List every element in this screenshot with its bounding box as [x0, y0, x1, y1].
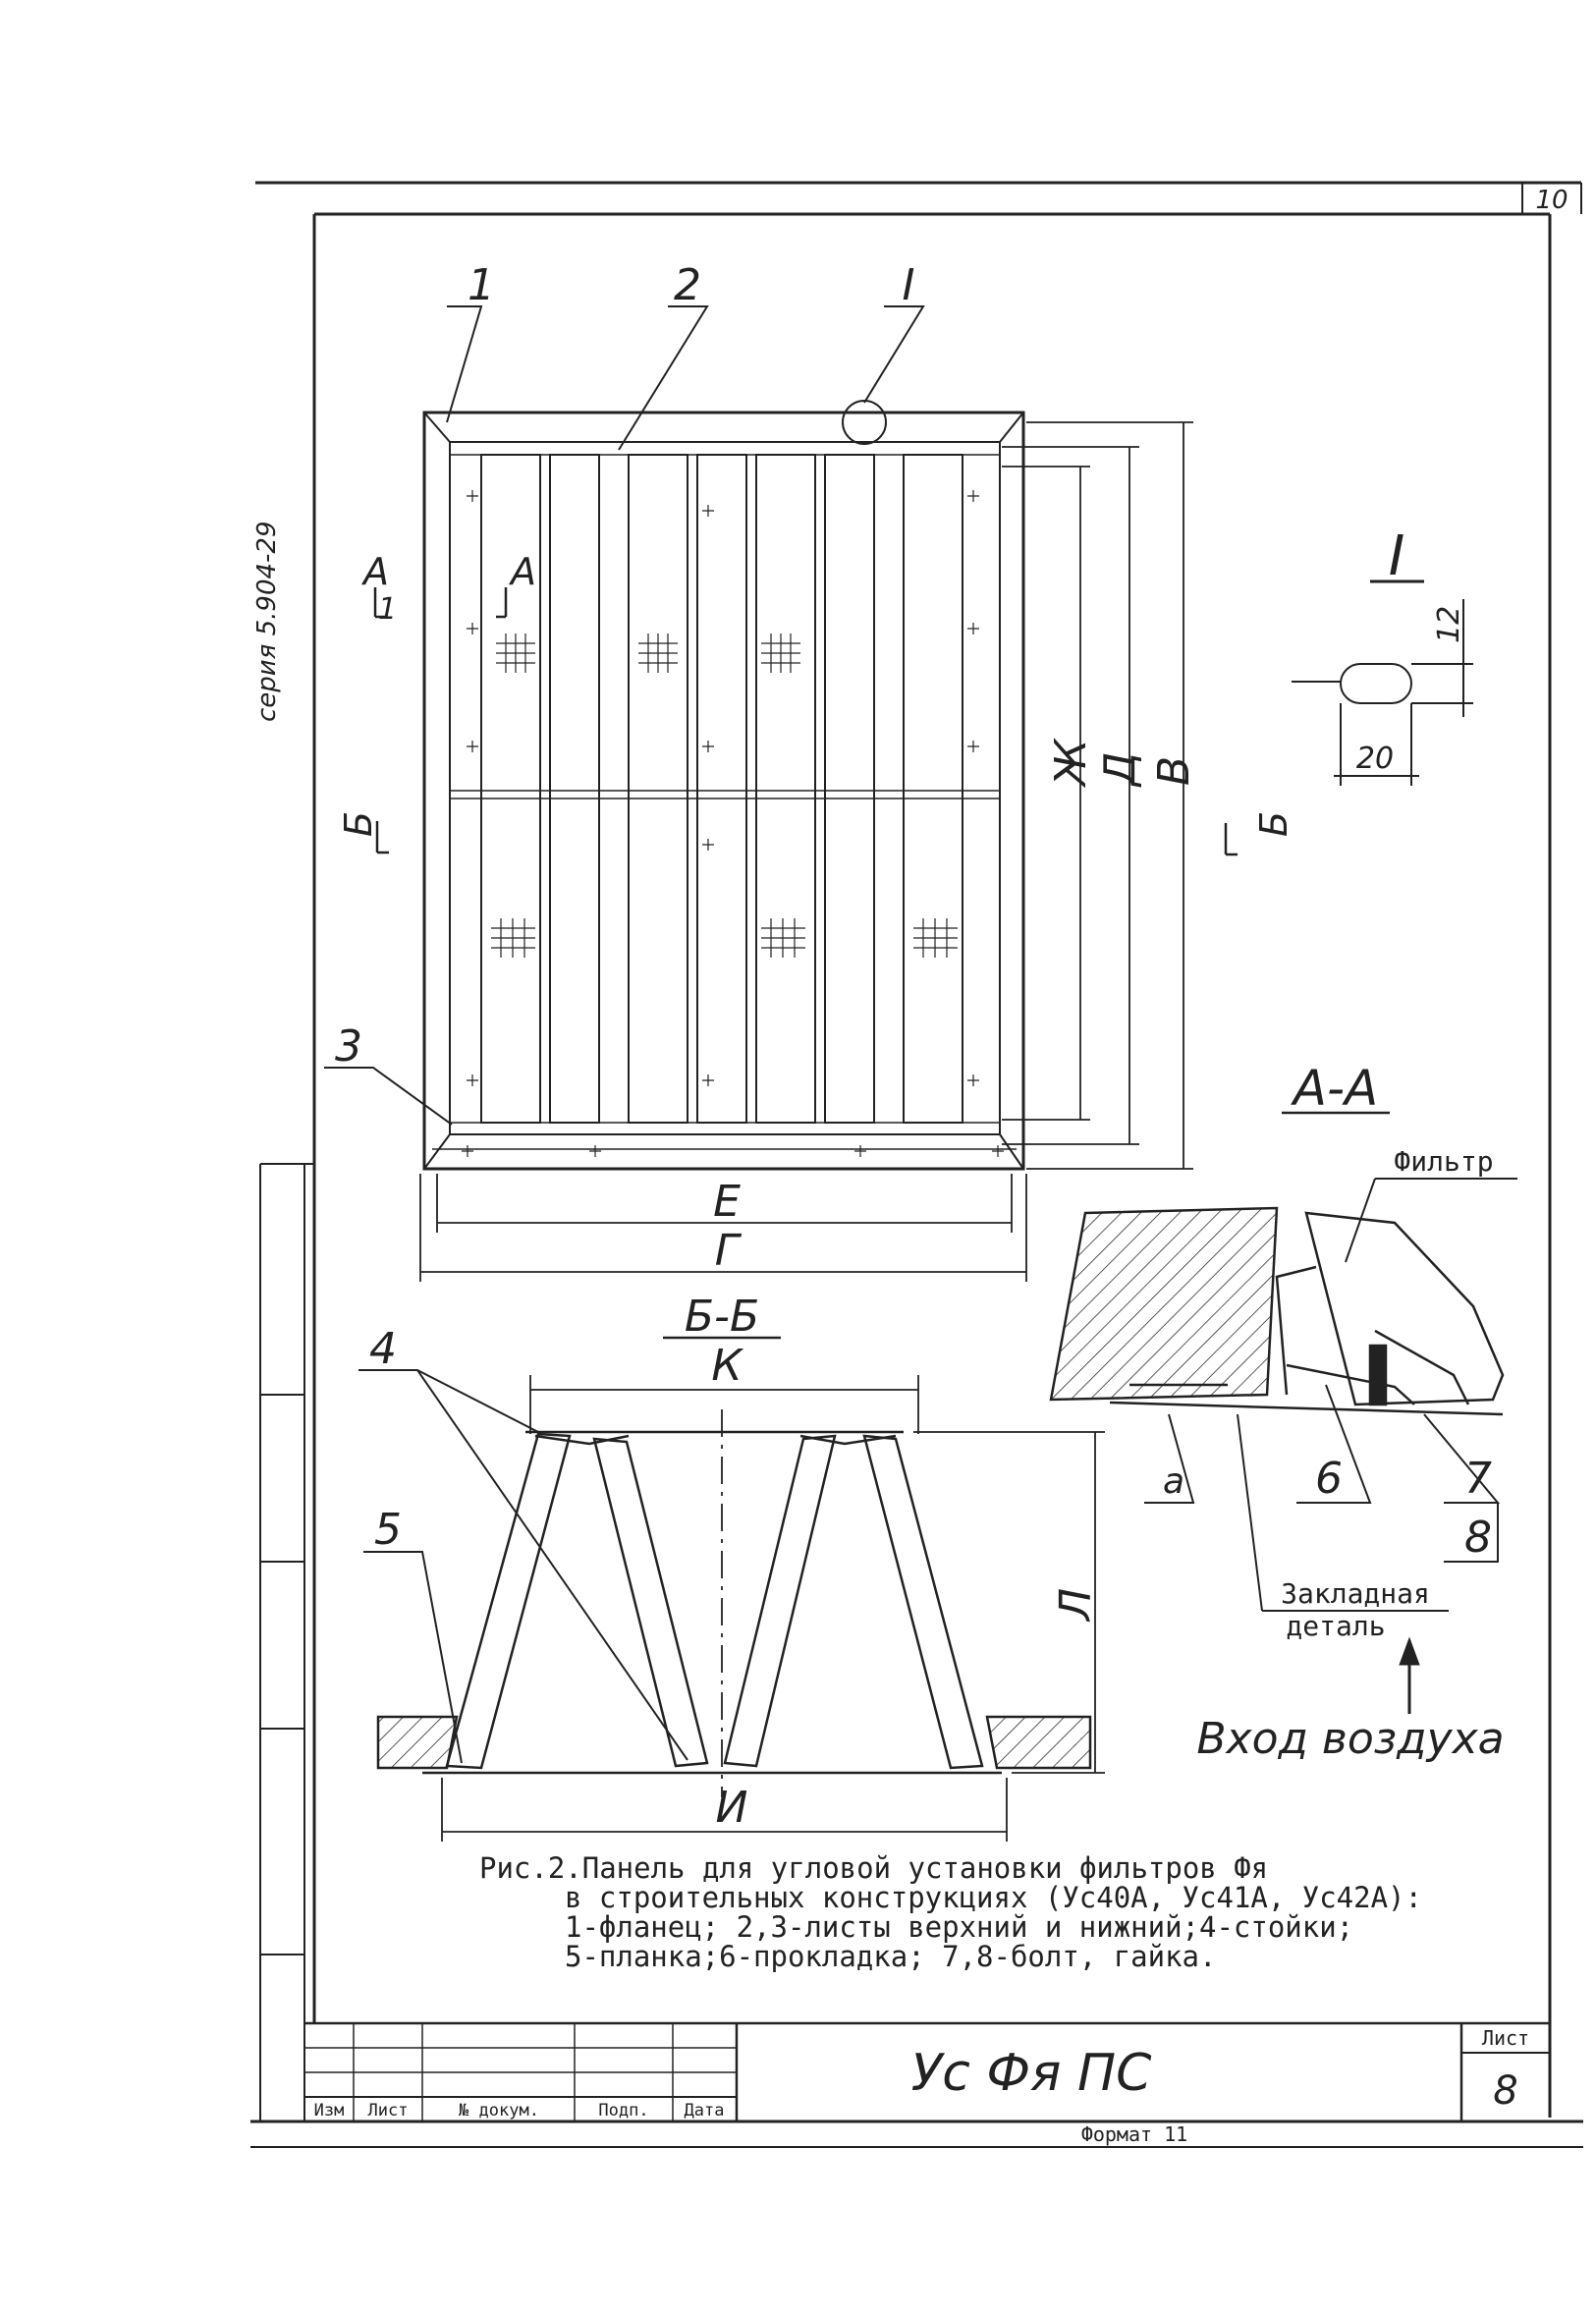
- detail-I: [1292, 579, 1473, 786]
- section-bb-leaders: [358, 1369, 688, 1764]
- section-mark-b-right: Б: [1252, 811, 1295, 837]
- wall-hatched: [1049, 1206, 1279, 1402]
- format-note: Формат 11: [1081, 2122, 1187, 2146]
- sheet-corner-number: 10: [1535, 186, 1568, 215]
- tb-col-sign: Подп.: [598, 2101, 648, 2120]
- detail-I-title: I: [1389, 524, 1405, 588]
- caption-line-4: 5-планка;6-прокладка; 7,8-болт, гайка.: [565, 1940, 1216, 1973]
- embedded-part-label-1: Закладная: [1281, 1577, 1430, 1610]
- filter-mesh-marks: [491, 633, 958, 958]
- caption-line-1: Рис.2.Панель для угловой установки фильт…: [479, 1851, 1268, 1885]
- dim-e: Е: [713, 1177, 741, 1227]
- caption-line-3: 1-фланец; 2,3-листы верхний и нижний;4-с…: [565, 1910, 1353, 1944]
- section-bb-drawing: [376, 1430, 1092, 1775]
- embedded-part-label-2: деталь: [1286, 1610, 1385, 1642]
- section-mark-a-left-sub: 1: [378, 592, 397, 627]
- sheet-frame: [250, 181, 1583, 2148]
- callout-8: 8: [1464, 1513, 1492, 1563]
- tb-col-doc: № докум.: [459, 2101, 539, 2120]
- section-aa-drawing: [1049, 1206, 1505, 1416]
- dim-12: 12: [1432, 606, 1466, 643]
- callout-6: 6: [1315, 1454, 1343, 1504]
- section-aa-title: А-А: [1291, 1060, 1378, 1117]
- section-bb-dimensions: [441, 1375, 1105, 1842]
- callout-5: 5: [374, 1505, 402, 1555]
- front-view-leaders: [324, 305, 925, 1126]
- section-mark-b-left: Б: [337, 811, 380, 837]
- callout-1: 1: [468, 260, 495, 310]
- dim-d: Д: [1095, 752, 1145, 788]
- plate-left: [376, 1715, 459, 1770]
- filter-body: [1304, 1211, 1505, 1406]
- dim-g: Г: [715, 1226, 743, 1276]
- bolt-marks: [462, 490, 1004, 1157]
- panel-front-view: [422, 400, 1025, 1171]
- tb-sheet-label: Лист: [1482, 2026, 1529, 2050]
- air-inlet-arrow: [1399, 1636, 1420, 1714]
- section-markers: [373, 587, 1238, 856]
- callout-7: 7: [1464, 1454, 1492, 1504]
- plate-right: [985, 1715, 1092, 1770]
- caption-line-2: в строительных конструкциях (Ус40А, Ус41…: [565, 1881, 1422, 1914]
- dim-k: К: [711, 1341, 743, 1391]
- filter-label: Фильтр: [1394, 1145, 1493, 1178]
- callout-4: 4: [369, 1324, 397, 1374]
- dim-i: И: [716, 1783, 748, 1833]
- tb-designation: Ус Фя ПС: [911, 2044, 1152, 2103]
- callout-detail-I: I: [903, 260, 915, 310]
- dim-zh: Ж: [1046, 738, 1096, 789]
- side-stamp: серия 5.904-29: [252, 522, 282, 723]
- tb-col-date: Дата: [685, 2101, 725, 2120]
- section-aa-leaders: [1144, 1178, 1517, 1612]
- callout-2: 2: [674, 260, 701, 310]
- panel-outer-frame: [422, 411, 1025, 1171]
- tb-col-izm: Изм: [314, 2101, 345, 2120]
- section-bb-title: Б-Б: [685, 1292, 759, 1342]
- dim-20: 20: [1356, 742, 1394, 776]
- vertical-slats: [480, 454, 963, 1124]
- front-view-dimensions: [419, 421, 1193, 1282]
- air-inlet-label: Вход воздуха: [1196, 1714, 1504, 1764]
- section-mark-a-right: А: [508, 550, 536, 593]
- panel-inner-frame: [449, 441, 1001, 1135]
- tb-col-list: Лист: [368, 2101, 409, 2120]
- tb-sheet-number: 8: [1493, 2068, 1517, 2114]
- section-mark-a-left: А: [360, 550, 389, 593]
- title-block: [304, 2021, 1550, 2121]
- callout-a: а: [1163, 1461, 1184, 1502]
- dim-l: Л: [1051, 1588, 1101, 1623]
- dim-v: В: [1149, 756, 1199, 786]
- callout-3: 3: [335, 1021, 362, 1072]
